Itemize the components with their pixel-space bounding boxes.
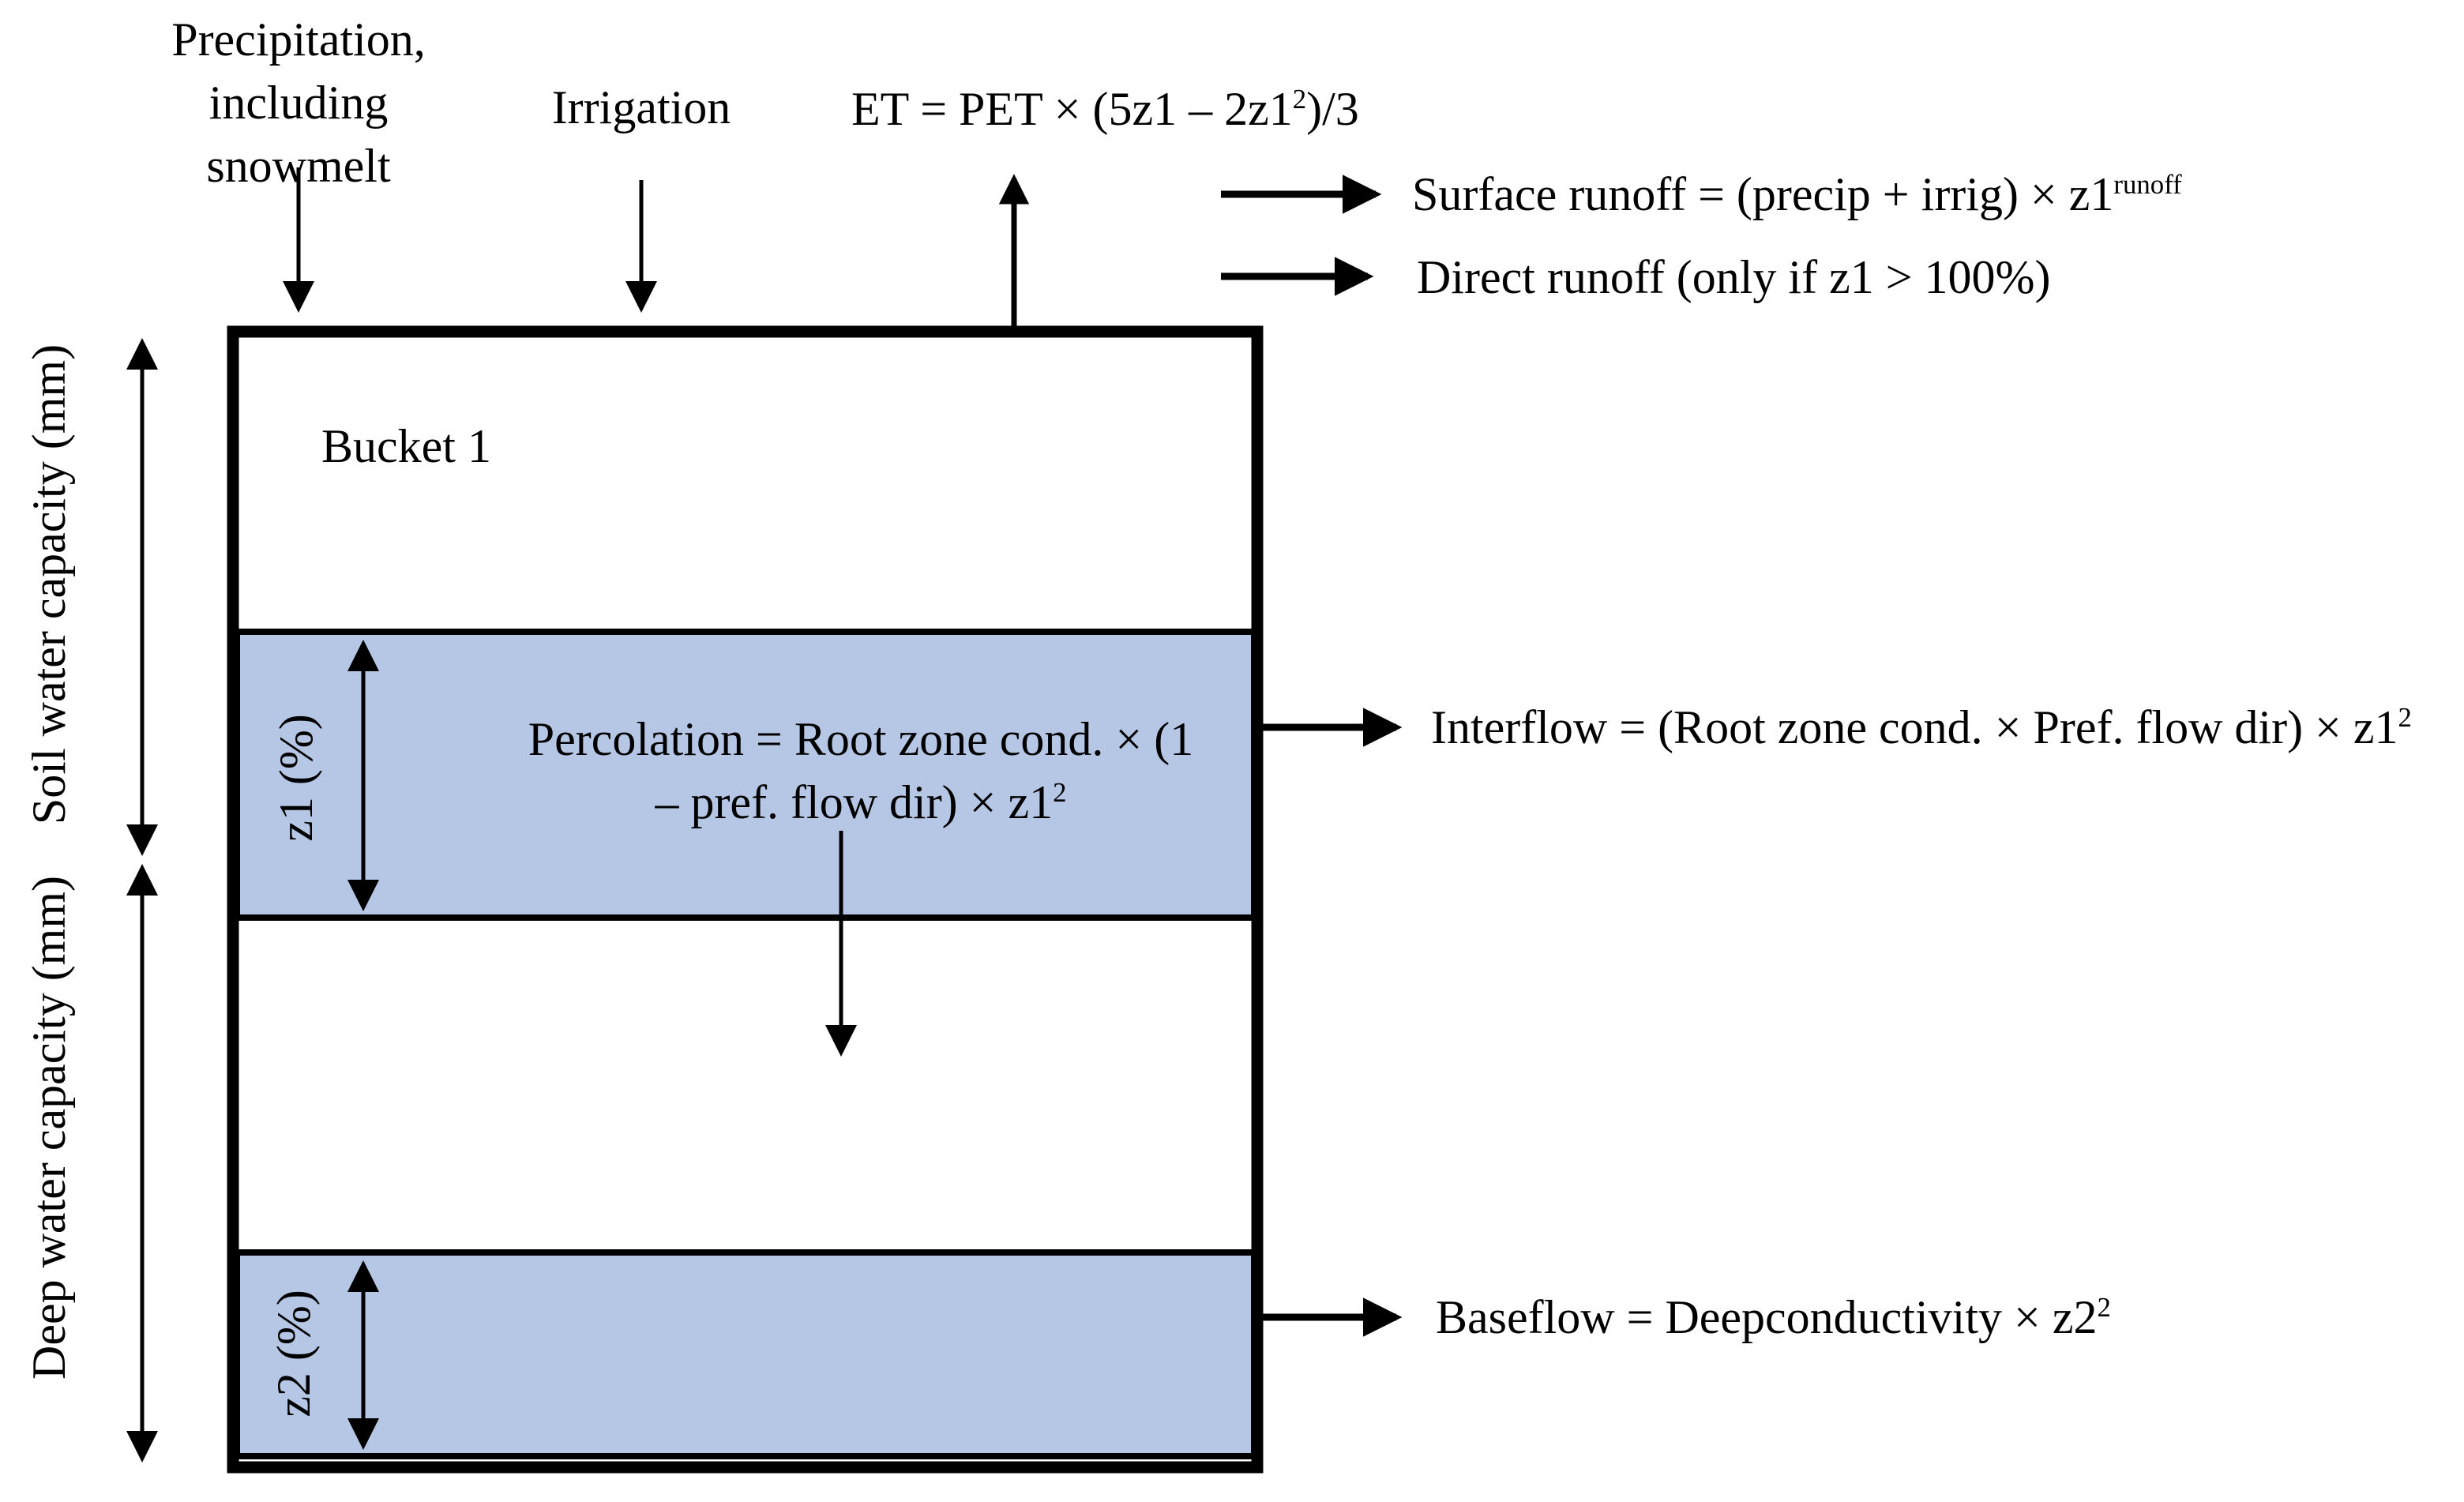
et-formula-main: ET = PET × (5z1 – 2z1 <box>851 83 1293 135</box>
soil-capacity-label: Soil water capacity (mm) <box>23 344 75 825</box>
bucket-box-border <box>227 325 1264 1474</box>
percolation-exponent: 2 <box>1053 777 1067 808</box>
et-formula-tail: )/3 <box>1306 83 1359 135</box>
baseflow-label: Baseflow = Deepconductivity × z22 <box>1436 1286 2111 1349</box>
interflow-main: Interflow = (Root zone cond. × Pref. flo… <box>1431 701 2398 753</box>
precipitation-label-line1: Precipitation, <box>171 13 426 66</box>
precipitation-label-line3: snowmelt <box>206 140 391 192</box>
interflow-label: Interflow = (Root zone cond. × Pref. flo… <box>1431 696 2412 759</box>
surface-runoff-exponent: runoff <box>2113 169 2182 200</box>
et-formula-label: ET = PET × (5z1 – 2z12)/3 <box>851 77 1359 141</box>
precipitation-label-line2: including <box>208 77 389 129</box>
et-formula-exponent: 2 <box>1292 84 1307 115</box>
z2-band <box>234 1249 1257 1459</box>
surface-runoff-main: Surface runoff = (precip + irrig) × z1 <box>1412 168 2114 220</box>
baseflow-main: Baseflow = Deepconductivity × z2 <box>1436 1291 2098 1343</box>
surface-runoff-label: Surface runoff = (precip + irrig) × z1ru… <box>1412 163 2182 226</box>
direct-runoff-label: Direct runoff (only if z1 > 100%) <box>1417 251 2051 303</box>
baseflow-exponent: 2 <box>2097 1292 2111 1323</box>
percolation-label-line2: – pref. flow dir) × z12 <box>466 771 1256 834</box>
interflow-exponent: 2 <box>2398 702 2412 733</box>
percolation-label-line1: Percolation = Root zone cond. × (1 <box>528 713 1194 765</box>
percolation-label: Percolation = Root zone cond. × (1 – pre… <box>466 708 1256 834</box>
z2-band-label: z2 (%) <box>268 1290 320 1418</box>
precipitation-label: Precipitation, including snowmelt <box>101 8 496 197</box>
deep-capacity-label: Deep water capacity (mm) <box>23 876 75 1380</box>
irrigation-label: Irrigation <box>551 81 731 133</box>
z1-band-label: z1 (%) <box>270 714 322 842</box>
bucket-title: Bucket 1 <box>321 420 491 472</box>
percolation-line2-main: – pref. flow dir) × z1 <box>655 776 1054 828</box>
z1-band <box>234 629 1257 921</box>
